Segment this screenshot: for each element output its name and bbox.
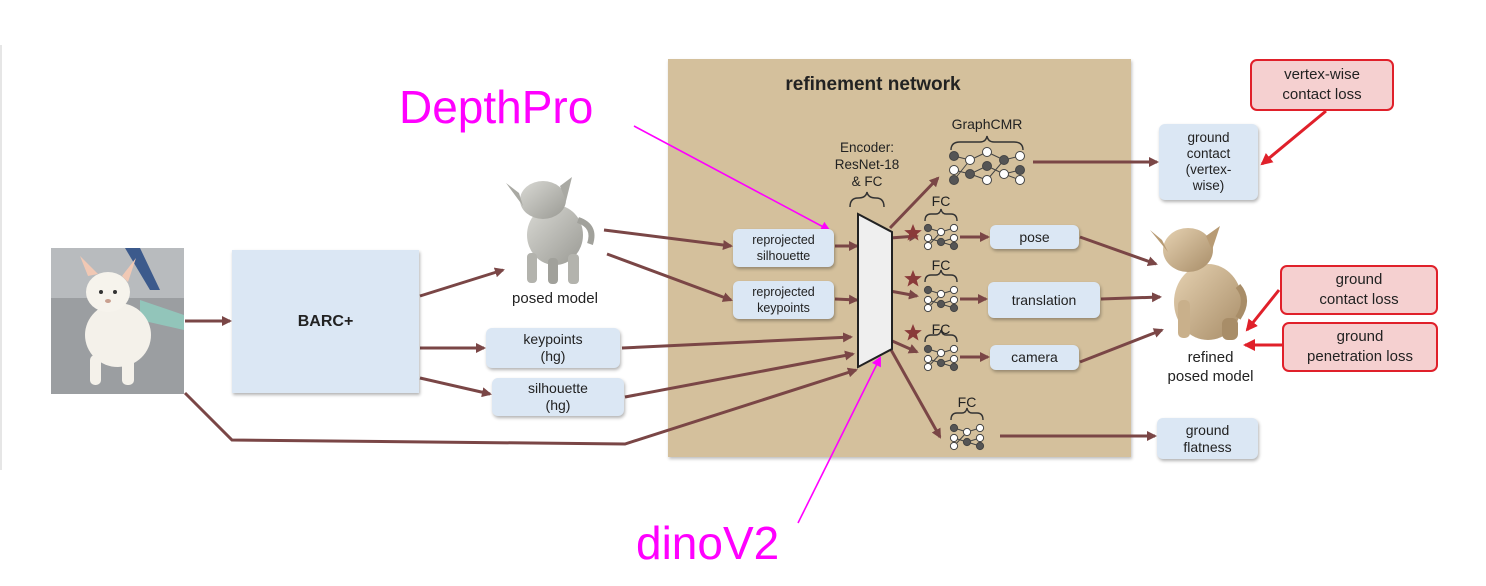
posed-model-image <box>506 177 595 284</box>
fc-label-pose: FC <box>931 193 951 209</box>
translation-box: translation <box>988 282 1100 318</box>
arrow-reproj-keypoints-to-encoder <box>834 294 859 305</box>
arrow-depthpro-annotation <box>633 125 831 231</box>
graphcmr-label: GraphCMR <box>951 116 1023 132</box>
graphcmr-brace <box>950 135 1024 151</box>
arrow-posed-to-reproj-silhouette <box>603 228 733 250</box>
silhouette-hg-box: silhouette (hg) <box>492 378 624 416</box>
reprojected-keypoints-box: reprojected keypoints <box>733 281 834 319</box>
keypoints-hg-box: keypoints (hg) <box>486 328 620 368</box>
arrow-barc-to-posed-model <box>419 267 505 298</box>
refinement-network-title: refinement network <box>785 74 961 95</box>
encoder-trapezoid <box>857 212 893 369</box>
arrow-dinov2-annotation <box>797 356 881 524</box>
ground-flatness-box: ground flatness <box>1157 418 1258 459</box>
dog-photo-image <box>51 248 184 394</box>
arrow-silhouette-to-encoder <box>624 350 855 399</box>
fc-network-translation-icon <box>923 285 959 313</box>
arrow-encoder-to-graphcmr <box>888 176 940 230</box>
ground-contact-loss-box: ground contact loss <box>1280 265 1438 315</box>
posed-model-label: posed model <box>512 290 598 307</box>
fc-label-translation: FC <box>931 257 951 273</box>
fc-brace-pose <box>924 208 958 222</box>
arrow-vertex-loss-to-ground-contact <box>1260 109 1327 166</box>
arrow-posed-to-reproj-keypoints <box>606 252 733 302</box>
fc-network-pose-icon <box>923 223 959 251</box>
arrow-photo-to-encoder <box>183 367 858 446</box>
fc-brace-translation <box>924 269 958 283</box>
arrow-keypoints-to-encoder <box>621 332 853 350</box>
fc-brace-flatness <box>950 407 984 421</box>
dinov2-annotation: dinoV2 <box>636 517 780 569</box>
pose-box: pose <box>990 225 1079 249</box>
barc-box: BARC+ <box>232 250 419 393</box>
page-edge <box>0 45 2 470</box>
fc-brace-camera <box>924 329 958 343</box>
refined-posed-model-label: refined posed model <box>1167 349 1254 385</box>
vertex-wise-contact-loss-box: vertex-wise contact loss <box>1250 59 1394 111</box>
star-icon <box>904 270 922 287</box>
arrow-encoder-to-fc-camera <box>889 338 919 354</box>
arrow-contact-loss-to-refined <box>1245 289 1281 332</box>
arrow-translation-to-refined <box>1100 292 1162 303</box>
star-icon <box>904 224 922 241</box>
reprojected-silhouette-box: reprojected silhouette <box>733 229 834 267</box>
arrow-encoder-to-fc-flatness <box>888 347 942 439</box>
ground-contact-box: ground contact (vertex- wise) <box>1159 124 1258 200</box>
encoder-brace <box>849 191 885 208</box>
fc-label-flatness: FC <box>957 394 977 410</box>
fc-network-flatness-icon <box>949 423 985 451</box>
graphcmr-network-icon <box>949 147 1025 185</box>
refined-posed-model-image <box>1150 226 1247 340</box>
depthpro-annotation: DepthPro <box>399 81 594 133</box>
camera-box: camera <box>990 345 1079 370</box>
arrow-encoder-to-fc-translation <box>889 289 919 300</box>
encoder-label: Encoder: ResNet-18 & FC <box>834 140 900 189</box>
arrow-pose-to-refined <box>1079 235 1158 267</box>
star-icon <box>904 324 922 341</box>
arrow-camera-to-refined <box>1079 328 1164 364</box>
fc-network-camera-icon <box>923 344 959 372</box>
ground-penetration-loss-box: ground penetration loss <box>1282 322 1438 372</box>
fc-label-camera: FC <box>931 321 951 337</box>
arrow-barc-to-silhouette <box>419 376 492 398</box>
